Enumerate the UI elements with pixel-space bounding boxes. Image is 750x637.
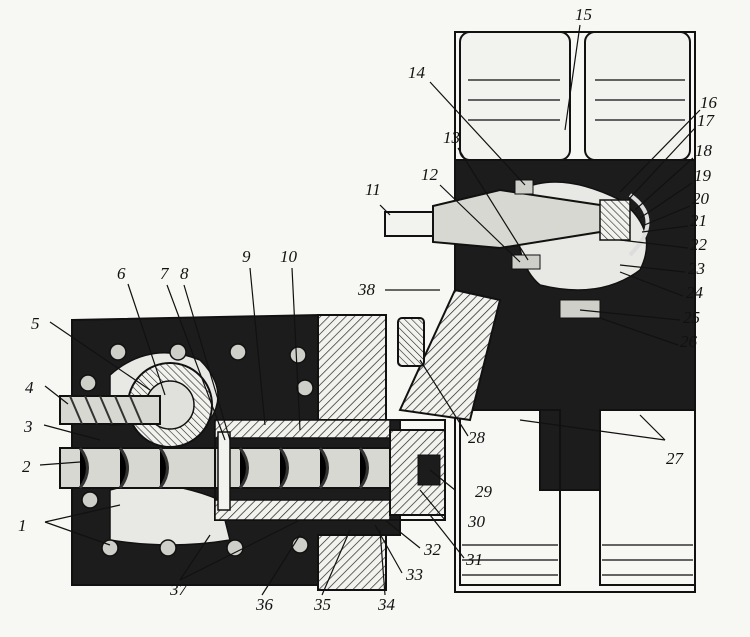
label-37: 37	[169, 580, 189, 599]
label-28: 28	[468, 428, 486, 447]
label-9: 9	[242, 247, 251, 266]
label-3: 3	[23, 417, 33, 436]
label-23: 23	[688, 259, 705, 278]
label-19: 19	[694, 166, 712, 185]
callout-labels: 1 2 3 4 5 6 7 8 9 10 11 12 13 14 15 16 1…	[18, 5, 718, 614]
label-11: 11	[365, 180, 381, 199]
label-15: 15	[575, 5, 592, 24]
label-27: 27	[666, 449, 685, 468]
label-29: 29	[475, 482, 493, 501]
shafts	[59, 395, 446, 521]
label-24: 24	[686, 283, 704, 302]
label-36: 36	[255, 595, 274, 614]
label-26: 26	[680, 332, 698, 351]
label-30: 30	[467, 512, 486, 531]
label-7: 7	[160, 264, 170, 283]
label-12: 12	[421, 165, 439, 184]
label-22: 22	[690, 235, 708, 254]
label-14: 14	[408, 63, 426, 82]
label-21: 21	[690, 211, 707, 230]
label-2: 2	[22, 457, 31, 476]
label-18: 18	[695, 141, 713, 160]
leader-lines	[39, 24, 701, 596]
label-17: 17	[697, 111, 716, 130]
label-32: 32	[423, 540, 442, 559]
label-20: 20	[692, 189, 710, 208]
label-6: 6	[117, 264, 126, 283]
label-1: 1	[18, 516, 27, 535]
label-25: 25	[683, 308, 700, 327]
label-34: 34	[377, 595, 396, 614]
right-housing	[384, 31, 696, 593]
label-33: 33	[405, 565, 423, 584]
label-35: 35	[313, 595, 331, 614]
label-16: 16	[700, 93, 718, 112]
label-8: 8	[180, 264, 189, 283]
label-38: 38	[357, 280, 376, 299]
label-13: 13	[443, 128, 460, 147]
label-5: 5	[31, 314, 40, 333]
label-31: 31	[465, 550, 483, 569]
label-4: 4	[25, 378, 34, 397]
label-10: 10	[280, 247, 298, 266]
